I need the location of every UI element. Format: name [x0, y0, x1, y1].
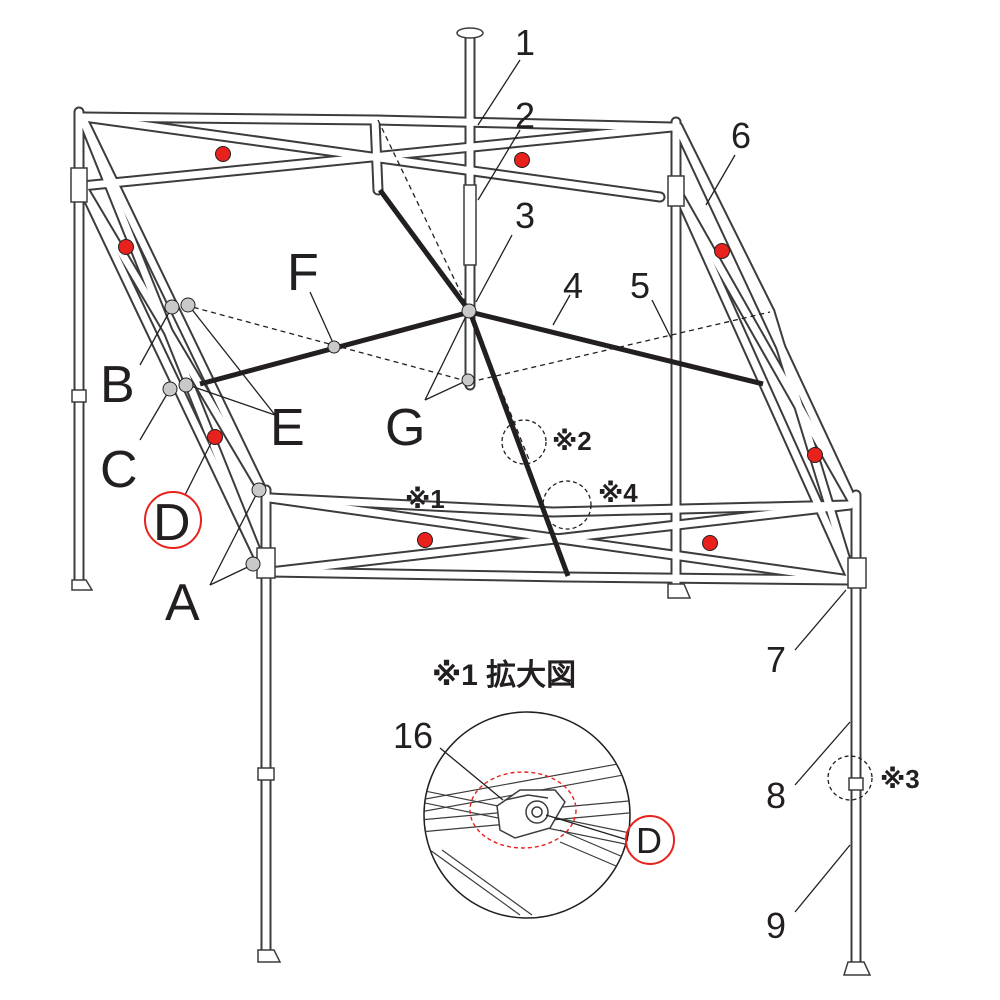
- red-joint: [417, 532, 433, 548]
- gray-joint: [178, 377, 194, 393]
- inset-highlight-ellipse: [469, 771, 577, 849]
- red-joints: [118, 146, 823, 551]
- gray-joint: [251, 482, 267, 498]
- part-number: 4: [563, 265, 583, 306]
- part-number: 6: [731, 115, 751, 156]
- part-number: 9: [766, 905, 786, 946]
- leader-lines: [139, 59, 851, 913]
- note-labels: ※1 ※2 ※3 ※4: [405, 426, 920, 794]
- joint-letter-g: G: [385, 399, 425, 457]
- part-number: 1: [515, 22, 535, 63]
- red-joint: [714, 243, 730, 259]
- red-joint: [514, 152, 530, 168]
- part-number: 3: [515, 195, 535, 236]
- joint-letter-labels: A B C E F G D: [100, 244, 425, 632]
- inset-highlight-ring: [625, 815, 675, 865]
- joint-letter-f: F: [287, 244, 319, 302]
- inset-part-label: 16: [393, 715, 433, 756]
- gray-joint: [327, 340, 341, 354]
- gray-joint: [461, 373, 475, 387]
- joint-letter-a: A: [165, 574, 200, 632]
- note-label-2: ※2: [552, 426, 592, 456]
- note-label-1: ※1: [405, 484, 445, 514]
- red-joint: [118, 239, 134, 255]
- part-number: 5: [630, 265, 650, 306]
- gray-joint: [461, 303, 477, 319]
- note-label-4: ※4: [598, 478, 638, 508]
- joint-letter-b: B: [100, 356, 135, 414]
- part-number: 7: [766, 639, 786, 680]
- inset-title: ※1 拡大図: [432, 659, 576, 692]
- joint-letter-c: C: [100, 441, 138, 499]
- red-joint: [807, 447, 823, 463]
- gray-joint: [245, 556, 261, 572]
- joint-letter-e: E: [270, 399, 305, 457]
- gray-joint: [162, 381, 178, 397]
- gray-joints: [162, 297, 477, 572]
- part-number-labels: 1 2 3 4 5 6 7 8 9: [515, 22, 786, 946]
- gray-joint: [180, 297, 196, 313]
- note-circles: [501, 419, 873, 801]
- joint-letter-d: D: [153, 494, 191, 552]
- inset-bracket: [496, 789, 566, 839]
- note-label-3: ※3: [880, 764, 920, 794]
- pole-cap: [456, 27, 484, 39]
- part-number: 2: [515, 95, 535, 136]
- part-number: 8: [766, 775, 786, 816]
- red-joint: [207, 429, 223, 445]
- inset-letter-d: D: [636, 820, 662, 861]
- leg-feet: [71, 579, 872, 976]
- highlight-ring-d: [144, 491, 202, 549]
- leg-sleeves: [70, 167, 867, 791]
- inset-detail: ※1 拡大図 16 D: [393, 659, 675, 919]
- gray-joint: [164, 299, 180, 315]
- red-joint: [215, 146, 231, 162]
- red-joint: [702, 535, 718, 551]
